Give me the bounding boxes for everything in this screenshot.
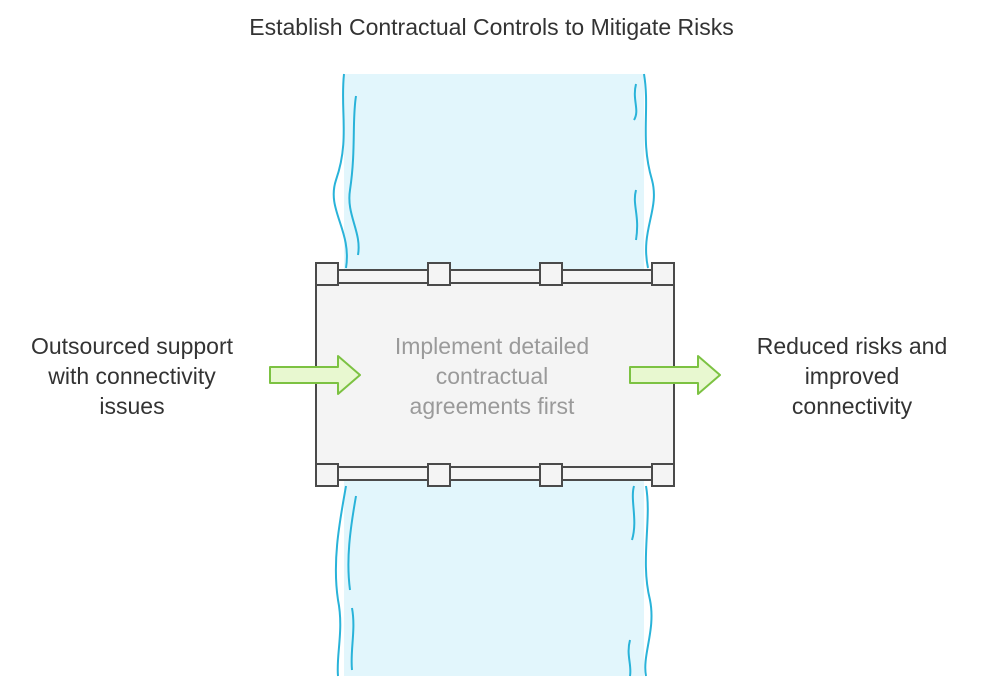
output-label-line: connectivity <box>791 393 913 419</box>
bridge-post <box>427 463 451 487</box>
river-bank-left-lower-inner <box>347 495 357 671</box>
bridge-post <box>539 463 563 487</box>
output-label-line: improved <box>804 363 900 389</box>
river-bank-left <box>332 73 348 269</box>
river-bank-left-inner <box>348 95 360 256</box>
bridge-label-line: contractual <box>435 363 549 389</box>
bridge-post <box>651 262 675 286</box>
input-label-line: issues <box>99 393 165 419</box>
river-bank-right-lower <box>644 485 653 677</box>
river-bank-left-lower <box>334 485 347 677</box>
bridge-label-line: Implement detailed <box>394 333 590 359</box>
bridge-label-line: agreements first <box>409 393 575 419</box>
river-bank-right <box>643 73 655 269</box>
bridge-label: Implement detailed contractual agreement… <box>366 331 618 421</box>
bridge-post <box>651 463 675 487</box>
input-label-line: Outsourced support <box>30 333 233 359</box>
bridge-rail-top <box>327 269 663 284</box>
bridge-deck <box>315 281 675 469</box>
bridge <box>315 262 675 487</box>
river-bank-right-inner <box>633 83 639 241</box>
output-label-line: Reduced risks and <box>756 333 948 359</box>
river-bank-right-lower-inner <box>627 485 636 677</box>
bridge-post <box>315 463 339 487</box>
bridge-post <box>315 262 339 286</box>
right-arrow-icon <box>269 355 361 395</box>
right-arrow-icon <box>629 355 721 395</box>
diagram-title: Establish Contractual Controls to Mitiga… <box>249 14 734 40</box>
bridge-post <box>427 262 451 286</box>
input-label-line: with connectivity <box>48 363 216 389</box>
bridge-rail-bottom <box>327 466 663 481</box>
input-label: Outsourced support with connectivity iss… <box>10 331 254 421</box>
bridge-post <box>539 262 563 286</box>
output-label: Reduced risks and improved connectivity <box>736 331 968 421</box>
